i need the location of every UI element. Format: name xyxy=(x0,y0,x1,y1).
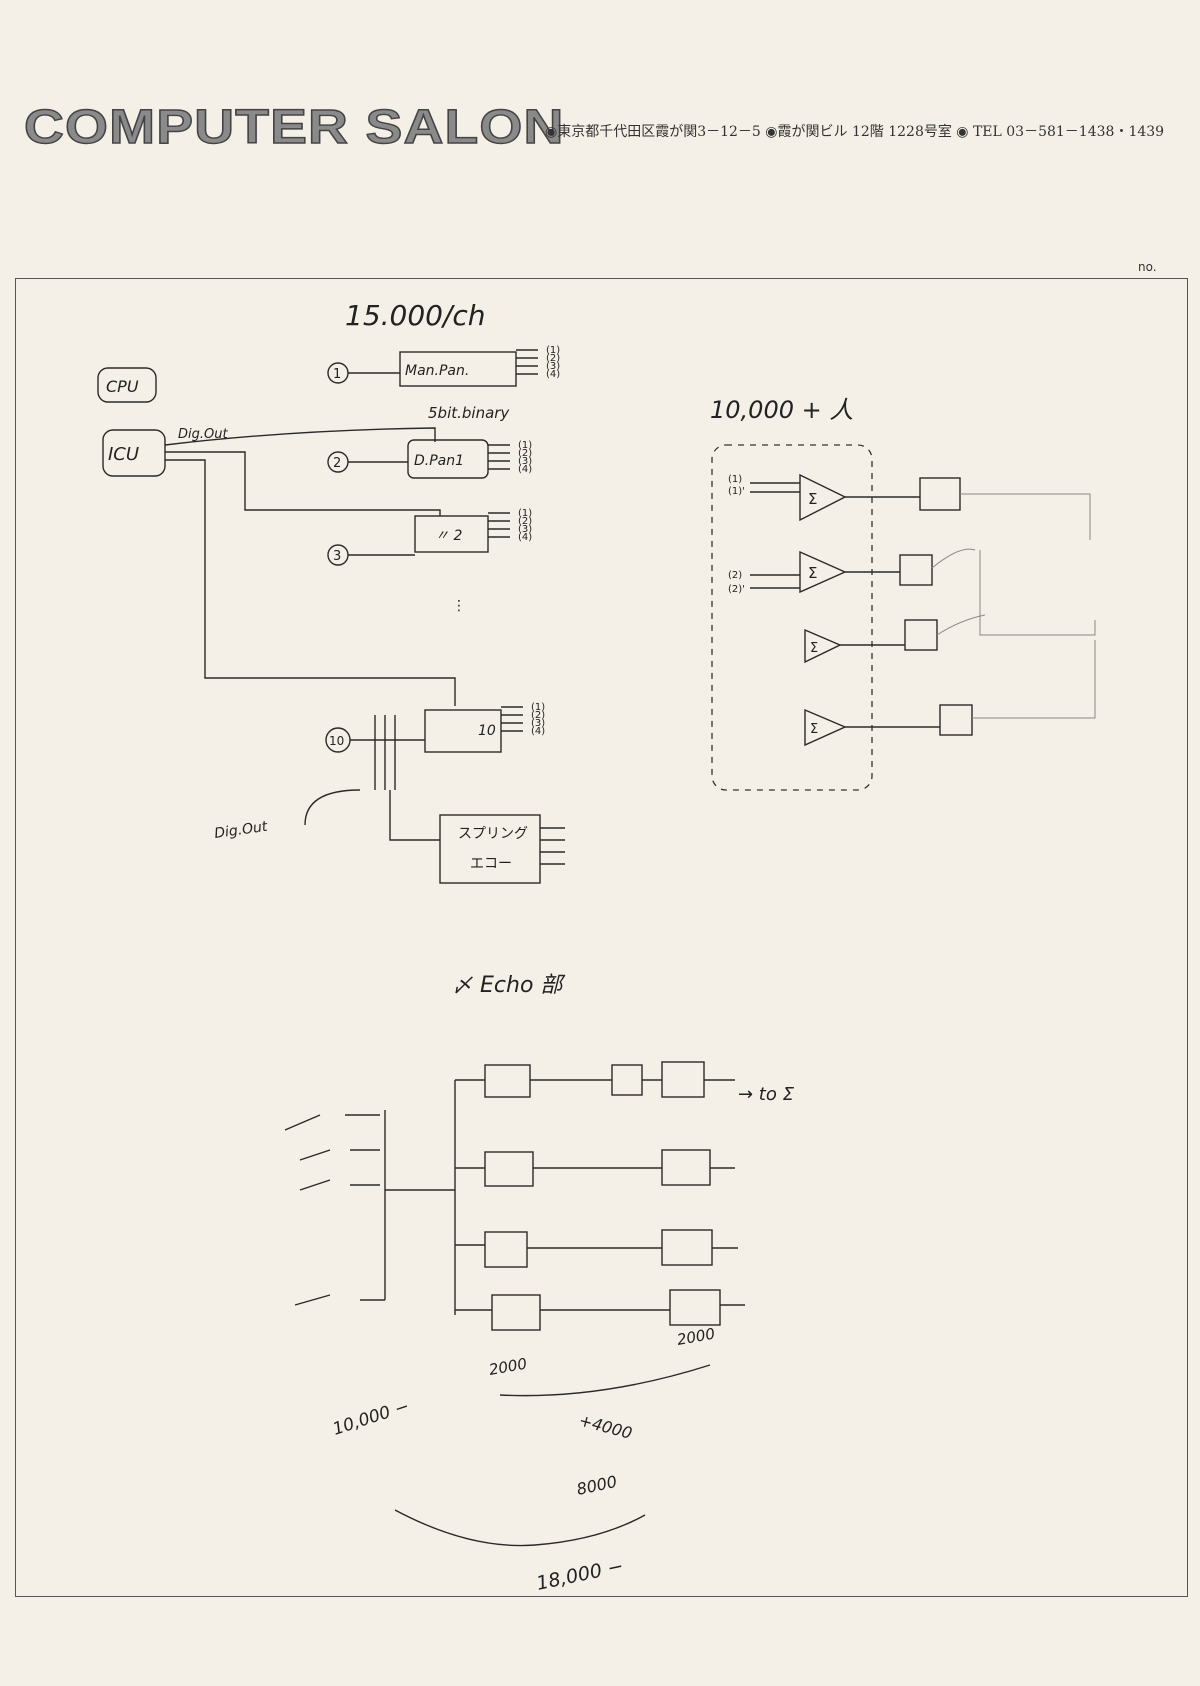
wires xyxy=(164,427,456,706)
d-pan1-label: D.Pan1 xyxy=(414,453,464,469)
mixer-dashed-box xyxy=(711,444,873,791)
svg-text:(2): (2) xyxy=(518,516,532,527)
svg-text:Σ: Σ xyxy=(810,722,818,737)
input-2: 2 xyxy=(327,451,408,473)
cost-base: 10,000 − xyxy=(330,1396,411,1439)
dig-out-arrow xyxy=(304,789,361,826)
price-per-channel: 15.000/ch xyxy=(345,299,486,332)
icu-box xyxy=(102,429,166,477)
svg-text:Σ: Σ xyxy=(808,564,817,582)
d-pan2-box xyxy=(414,515,489,553)
d-pan10-label: 10 xyxy=(478,723,496,739)
svg-text:Σ: Σ xyxy=(810,641,818,656)
svg-text:(4): (4) xyxy=(546,369,560,380)
echo-section-title: Echo 部 xyxy=(480,973,566,998)
svg-text:(3): (3) xyxy=(531,718,545,729)
cost-a: 2000 xyxy=(488,1355,529,1379)
icu-label: ICU xyxy=(108,444,139,465)
man-pan-label: Man.Pan. xyxy=(405,363,469,379)
svg-text:(1)': (1)' xyxy=(728,486,745,497)
d-pan1-box xyxy=(407,439,489,479)
channel-faders xyxy=(840,477,1096,736)
svg-text:(2): (2) xyxy=(728,570,742,581)
echo-label: エコー xyxy=(470,856,512,872)
input-3: 3 xyxy=(327,544,415,566)
svg-text:(1): (1) xyxy=(518,508,532,519)
sum-amps: Σ Σ Σ Σ xyxy=(799,473,847,747)
struck-mark: 〆 xyxy=(452,973,474,997)
svg-text:(1): (1) xyxy=(546,345,560,356)
svg-text:(3): (3) xyxy=(546,361,560,372)
number-label: no. xyxy=(1138,260,1157,274)
svg-text:(1): (1) xyxy=(518,440,532,451)
svg-text:Σ: Σ xyxy=(808,490,817,508)
svg-text:10: 10 xyxy=(329,734,344,748)
svg-text:(2): (2) xyxy=(546,353,560,364)
svg-text:2: 2 xyxy=(333,456,341,471)
spring-echo-box xyxy=(439,814,541,884)
svg-text:(2): (2) xyxy=(531,710,545,721)
svg-text:(2)': (2)' xyxy=(728,584,745,595)
svg-text:(4): (4) xyxy=(518,532,532,543)
spring-label: スプリング xyxy=(458,826,528,842)
company-address: ◉東京都千代田区霞が関3－12－5 ◉霞が関ビル 12階 1228号室 ◉ TE… xyxy=(545,124,1165,140)
cost-b: 2000 xyxy=(676,1325,717,1349)
company-logo: COMPUTER SALON xyxy=(23,100,565,154)
dig-out-2-label: Dig.Out xyxy=(213,819,269,842)
svg-text:(3): (3) xyxy=(518,524,532,535)
drawing-frame xyxy=(15,278,1188,1597)
svg-text:(4): (4) xyxy=(531,726,545,737)
input-1: 1 xyxy=(327,362,400,384)
svg-text:3: 3 xyxy=(333,549,341,564)
mixer-price: 10,000 + 人 xyxy=(710,396,853,424)
cost-plus: +4000 xyxy=(577,1411,634,1443)
to-sigma-label: → to Σ xyxy=(738,1084,795,1105)
ellipsis: ⋮ xyxy=(452,598,466,614)
cpu-label: CPU xyxy=(106,377,139,396)
cost-total: 18,000 − xyxy=(534,1555,625,1595)
dig-out-label: Dig.Out xyxy=(178,427,228,442)
svg-text:(4): (4) xyxy=(518,464,532,475)
man-pan-box xyxy=(399,351,517,387)
svg-text:(1): (1) xyxy=(531,702,545,713)
d-pan2-label: 〃 2 xyxy=(435,528,462,544)
svg-text:(1): (1) xyxy=(728,474,742,485)
bit-label: 5bit.binary xyxy=(428,404,510,422)
echo-lines xyxy=(454,1061,745,1331)
cpu-box xyxy=(97,367,157,403)
echo-switches xyxy=(284,1110,455,1306)
cost-sub: 8000 xyxy=(575,1472,619,1499)
svg-text:1: 1 xyxy=(333,367,341,382)
svg-text:(2): (2) xyxy=(518,448,532,459)
input-10: 10 xyxy=(325,727,425,753)
outputs: (1)(2)(3)(4) (1)(2)(3)(4) (1)(2)(3)(4) (… xyxy=(488,345,560,737)
switch-lines xyxy=(374,715,440,841)
svg-text:(3): (3) xyxy=(518,456,532,467)
